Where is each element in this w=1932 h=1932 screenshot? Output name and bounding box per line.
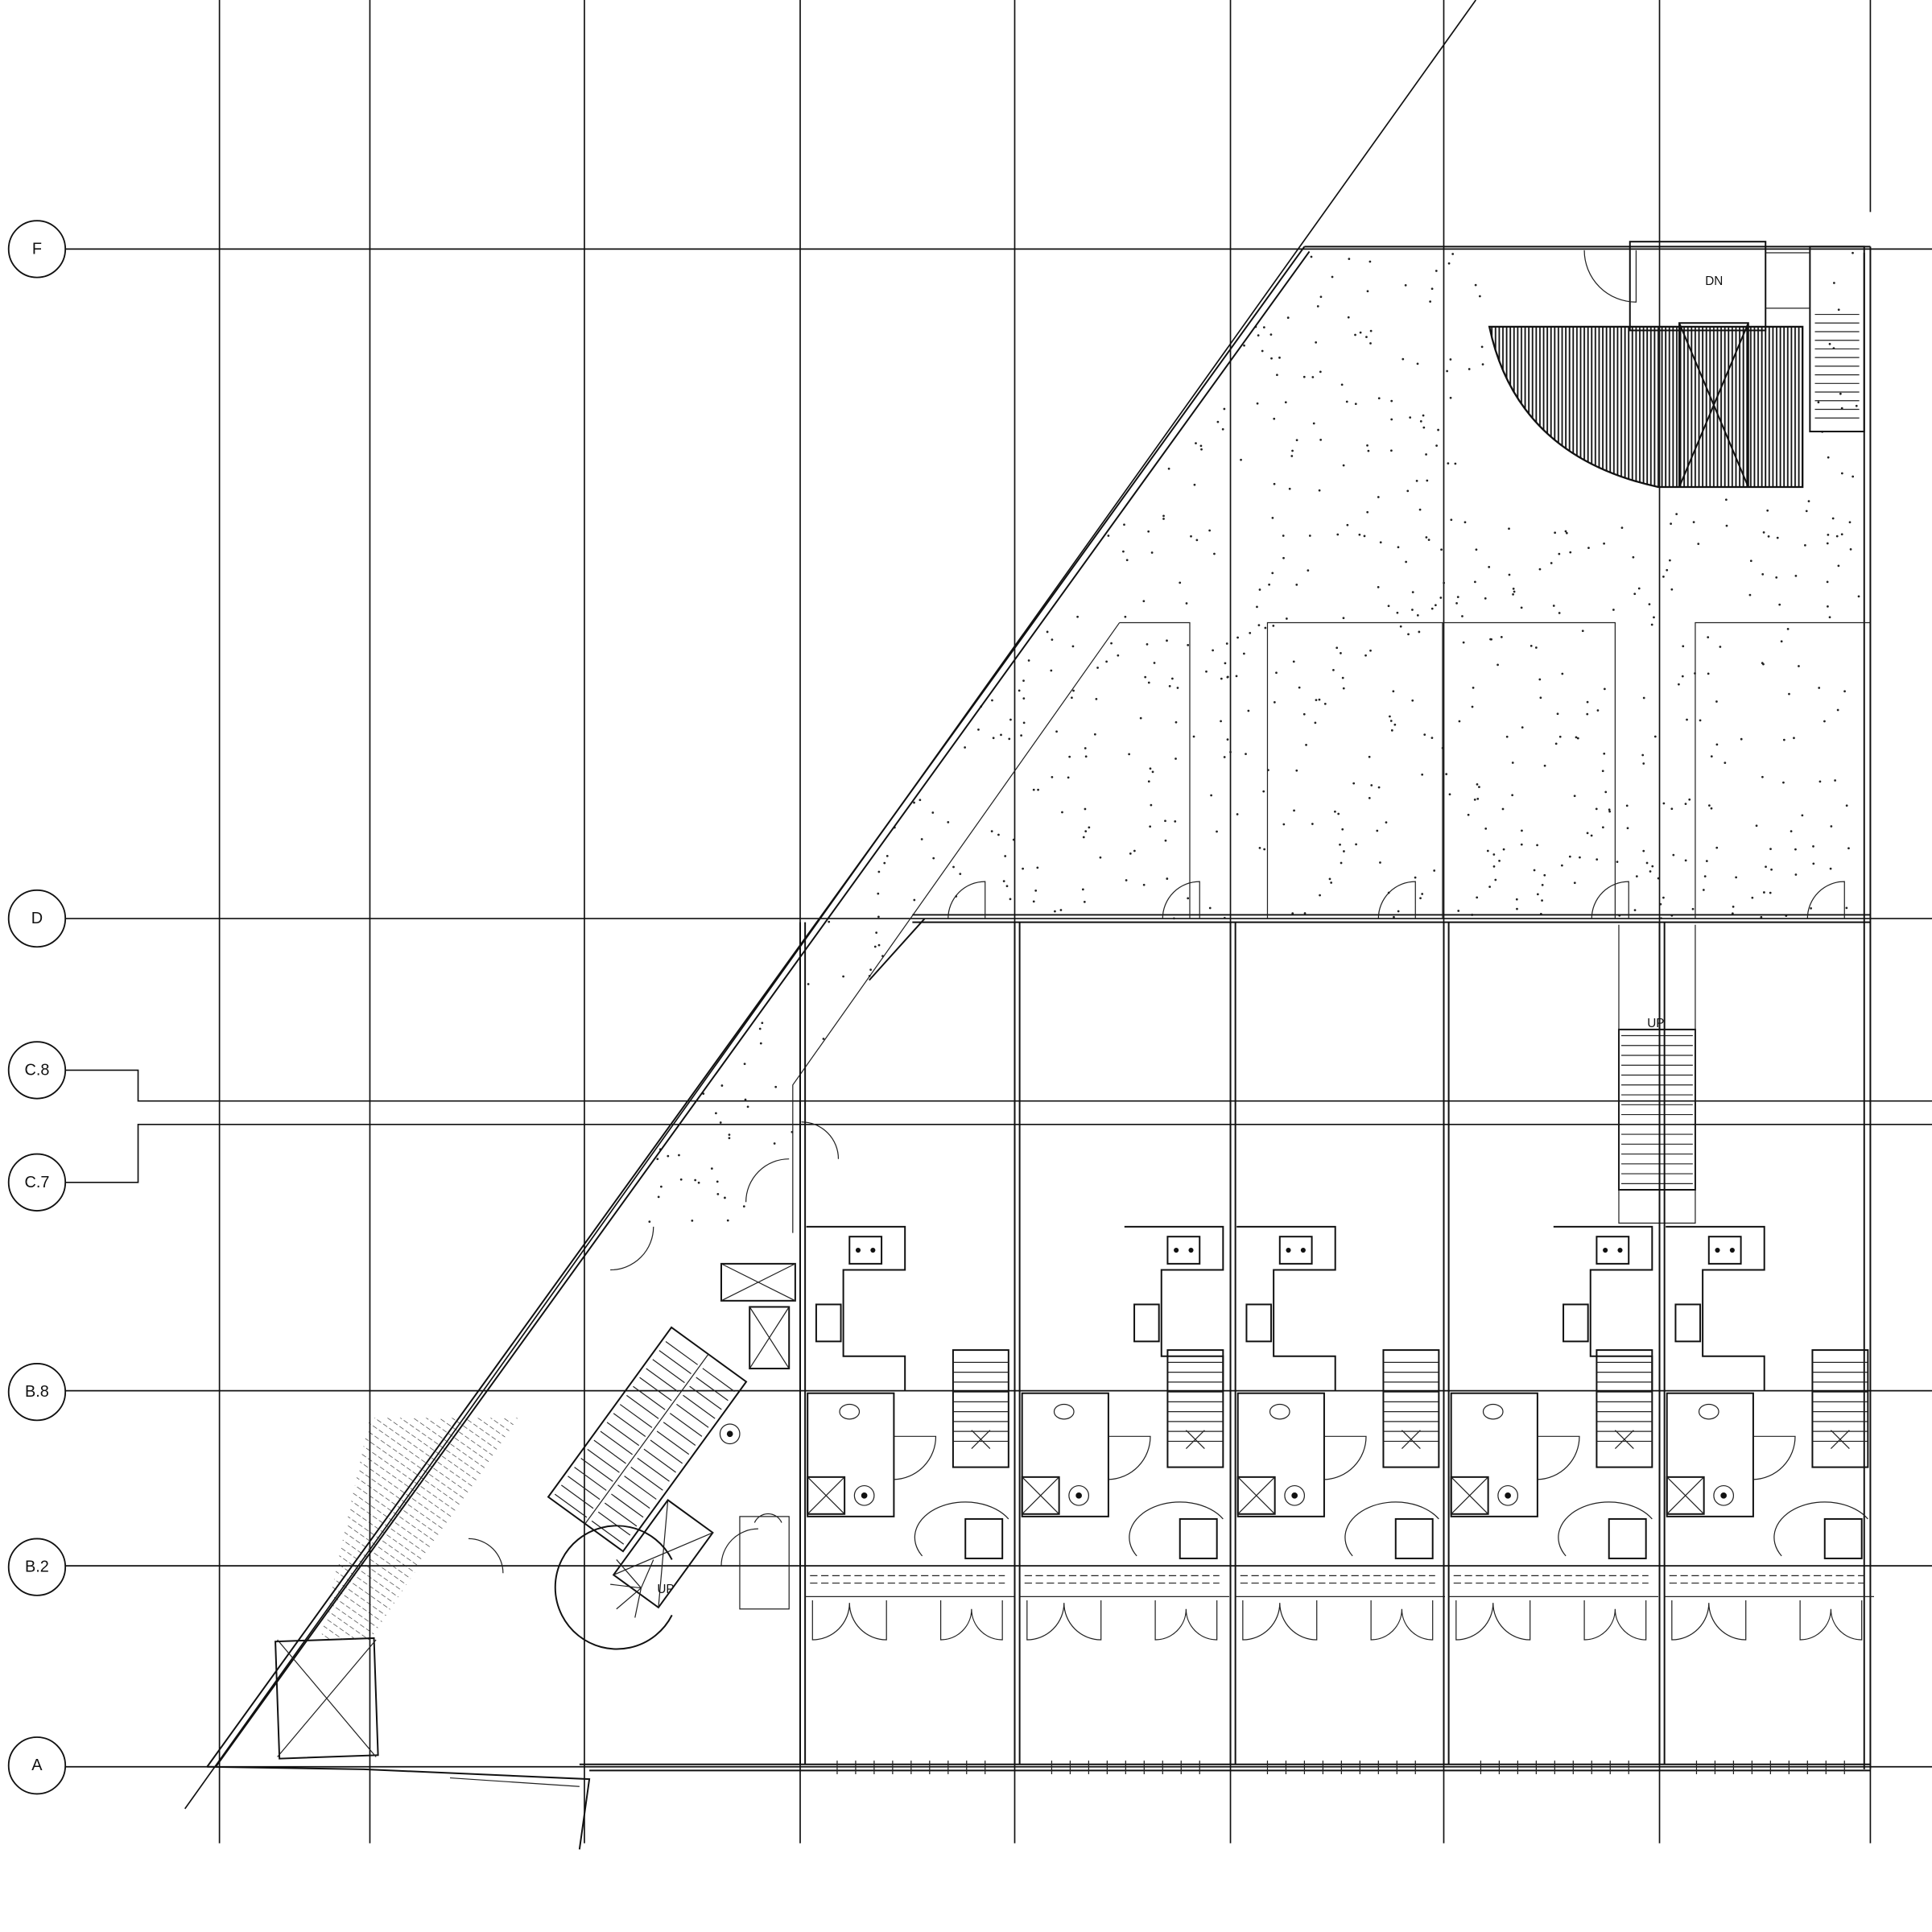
unit-bay	[1658, 881, 1875, 1774]
grid-label-C8: C.8	[24, 1061, 49, 1079]
unit-bay	[1229, 881, 1446, 1774]
unit-bay	[1013, 881, 1229, 1774]
grid-bubble-B8: B.8	[7, 1363, 67, 1422]
stair-note-dn: DN	[1705, 275, 1723, 288]
grid-bubble-C8: C.8	[7, 1041, 67, 1100]
building-outline	[206, 241, 1872, 1850]
grid-bubble-D: D	[7, 889, 67, 948]
stair-note-up-courtyard: UP	[1647, 1017, 1664, 1030]
grid-label-C7: C.7	[24, 1174, 49, 1191]
grid-label-B8: B.8	[25, 1383, 49, 1401]
courtyard-paving-stipple	[648, 251, 1860, 1224]
unit-bay	[799, 881, 1015, 1774]
unit-bay	[1443, 881, 1658, 1774]
residential-units	[799, 881, 1875, 1774]
grid-bubble-C7: C.7	[7, 1153, 67, 1212]
hatched-skylight	[1488, 325, 1804, 489]
grid-bubble-F: F	[7, 220, 67, 279]
stair-note-up-spiral: UP	[657, 1583, 674, 1596]
grid-label-B2: B.2	[25, 1558, 49, 1576]
grid-label-A: A	[31, 1757, 43, 1774]
grid-bubble-B2: B.2	[7, 1538, 67, 1596]
grid-bubble-A: A	[7, 1736, 67, 1795]
grid-label-D: D	[31, 910, 43, 927]
grid-label-F: F	[32, 240, 42, 258]
grid-line-horizontal	[65, 1069, 1932, 1183]
